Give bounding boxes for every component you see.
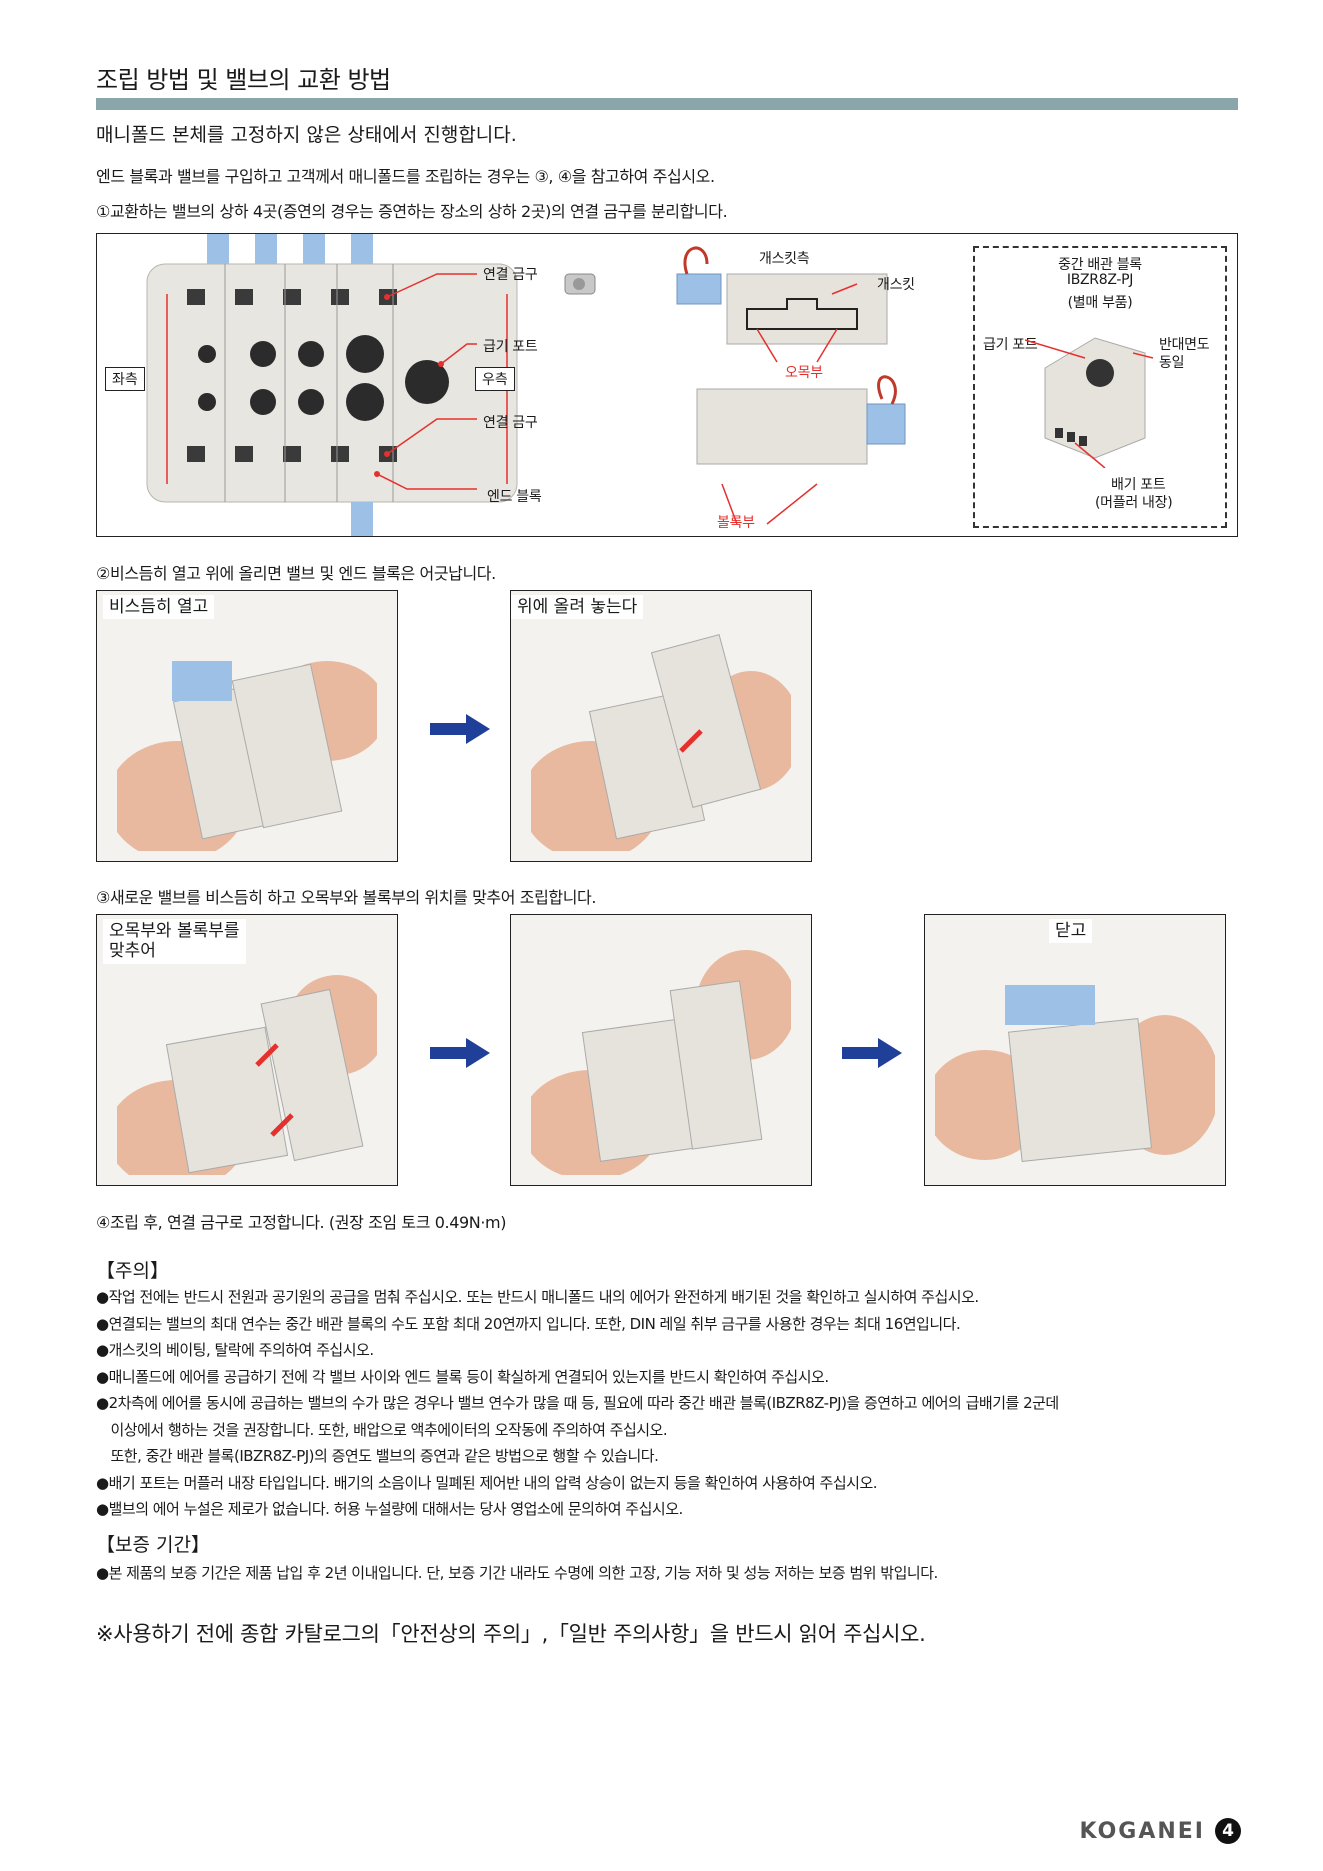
hands-close-photo xyxy=(935,985,1215,1162)
caution-item: 또한, 중간 배관 블록(IBZR8Z-PJ)의 증연도 밸브의 증연과 같은 … xyxy=(96,1447,659,1465)
hands-align-photo xyxy=(117,975,377,1175)
same-label: 동일 xyxy=(1159,355,1185,371)
subtitle: 매니폴드 본체를 고정하지 않은 상태에서 진행합니다. xyxy=(96,124,517,146)
title-bar xyxy=(96,98,1238,110)
footer-brand: KOGANEI 4 xyxy=(1080,1818,1241,1844)
caution-item: ●작업 전에는 반드시 전원과 공기원의 공급을 멈춰 주십시오. 또는 반드시… xyxy=(96,1288,979,1306)
connector-top-label: 연결 금구 xyxy=(483,267,538,283)
step2-photo-1: 비스듬히 열고 xyxy=(96,590,398,862)
concave-label: 오목부 xyxy=(785,365,823,381)
muffler-label: (머플러 내장) xyxy=(1095,495,1173,511)
step4-text: ④조립 후, 연결 금구로 고정합니다. (권장 조임 토크 0.49N·m) xyxy=(96,1213,507,1232)
caution-item: ●밸브의 에어 누설은 제로가 없습니다. 허용 누설량에 대해서는 당사 영업… xyxy=(96,1500,683,1518)
middle-block-title: 중간 배관 블록 xyxy=(1058,257,1142,273)
page-title: 조립 방법 및 밸브의 교환 방법 xyxy=(96,66,391,94)
arrow-right-icon xyxy=(842,1038,902,1072)
koganei-logo: KOGANEI xyxy=(1079,1818,1205,1844)
step3-text: ③새로운 밸브를 비스듬히 하고 오목부와 볼록부의 위치를 맞추어 조립합니다… xyxy=(96,888,597,907)
step3-photo-1: 오목부와 볼록부를 맞추어 xyxy=(96,914,398,1186)
page-number: 4 xyxy=(1215,1818,1241,1844)
step3-photo-2 xyxy=(510,914,812,1186)
caution-item: ●개스킷의 베이팅, 탈락에 주의하여 주십시오. xyxy=(96,1341,374,1359)
middle-block-note: (별매 부품) xyxy=(1067,295,1133,311)
end-block-label: 엔드 블록 xyxy=(487,489,542,505)
hands-assembly-photo xyxy=(117,661,377,851)
caution-title: 【주의】 xyxy=(96,1260,169,1282)
hands-place-photo xyxy=(531,634,791,851)
arrow-right-icon xyxy=(430,1038,490,1072)
valve-illustrations xyxy=(676,246,906,525)
connector-bottom-label: 연결 금구 xyxy=(483,415,538,431)
warranty-title: 【보증 기간】 xyxy=(96,1534,210,1556)
step2-text: ②비스듬히 열고 위에 올리면 밸브 및 엔드 블록은 어긋납니다. xyxy=(96,564,496,583)
middle-block-illustration xyxy=(1025,337,1154,468)
step2-photo-2: 위에 올려 놓는다 xyxy=(510,590,812,862)
step3-photo-1-label-line1: 오목부와 볼록부를 xyxy=(109,921,240,941)
exhaust-port-label: 배기 포트 xyxy=(1111,477,1166,493)
opposite-side-label: 반대면도 xyxy=(1159,337,1210,353)
left-side-label: 좌측 xyxy=(105,367,145,391)
caution-item: ●매니폴드에 에어를 공급하기 전에 각 밸브 사이와 엔드 블록 등이 확실하… xyxy=(96,1367,829,1386)
right-side-label: 우측 xyxy=(475,367,515,391)
step1-text: ①교환하는 밸브의 상하 4곳(증연의 경우는 증연하는 장소의 상하 2곳)의… xyxy=(96,202,728,221)
connector-part-icon xyxy=(564,273,596,295)
step2-photo-2-label: 위에 올려 놓는다 xyxy=(511,595,644,620)
caution-list: ●작업 전에는 반드시 전원과 공기원의 공급을 멈춰 주십시오. 또는 반드시… xyxy=(96,1284,1059,1523)
warranty-text: ●본 제품의 보증 기간은 제품 납입 후 2년 이내입니다. 단, 보증 기간… xyxy=(96,1564,938,1582)
footer-note: ※사용하기 전에 종합 카탈로그의「안전상의 주의」,「일반 주의사항」을 반드… xyxy=(96,1622,926,1646)
manifold-illustration xyxy=(146,234,518,536)
step2-photo-1-label: 비스듬히 열고 xyxy=(103,595,215,620)
middle-block-model: IBZR8Z-PJ xyxy=(1066,272,1134,288)
gasket-side-label: 개스킷측 xyxy=(759,251,810,267)
step3-photo-1-label-line2: 맞추어 xyxy=(109,941,156,962)
step3-photo-3-label: 닫고 xyxy=(1049,919,1093,944)
supply-port-label: 급기 포트 xyxy=(483,339,538,355)
caution-item: ●배기 포트는 머플러 내장 타입입니다. 배기의 소음이나 밀폐된 제어반 내… xyxy=(96,1473,878,1492)
step3-photo-1-label: 오목부와 볼록부를 맞추어 xyxy=(103,919,246,964)
hands-join-photo xyxy=(531,950,791,1175)
step3-photo-3: 닫고 xyxy=(924,914,1226,1186)
caution-item: ●2차측에 에어를 동시에 공급하는 밸브의 수가 많은 경우나 밸브 연수가 … xyxy=(96,1394,1059,1412)
gasket-label: 개스킷 xyxy=(877,277,915,293)
middle-block-panel: 중간 배관 블록 IBZR8Z-PJ (별매 부품) 급기 포트 반대면도 동일… xyxy=(973,246,1227,528)
arrow-right-icon xyxy=(430,714,490,748)
caution-item: ●연결되는 밸브의 최대 연수는 중간 배관 블록의 수도 포함 최대 20연까… xyxy=(96,1314,961,1333)
step1-diagram: 좌측 우측 연결 금구 급기 포트 연결 금구 엔드 블록 개스킷측 개스킷 오… xyxy=(96,233,1238,537)
convex-label: 볼록부 xyxy=(717,515,755,531)
middle-supply-port-label: 급기 포트 xyxy=(983,337,1038,353)
intro-text: 엔드 블록과 밸브를 구입하고 고객께서 매니폴드를 조립하는 경우는 ③, ④… xyxy=(96,167,715,186)
caution-item: 이상에서 행하는 것을 권장합니다. 또한, 배압으로 액추에이터의 오작동에 … xyxy=(96,1420,668,1439)
